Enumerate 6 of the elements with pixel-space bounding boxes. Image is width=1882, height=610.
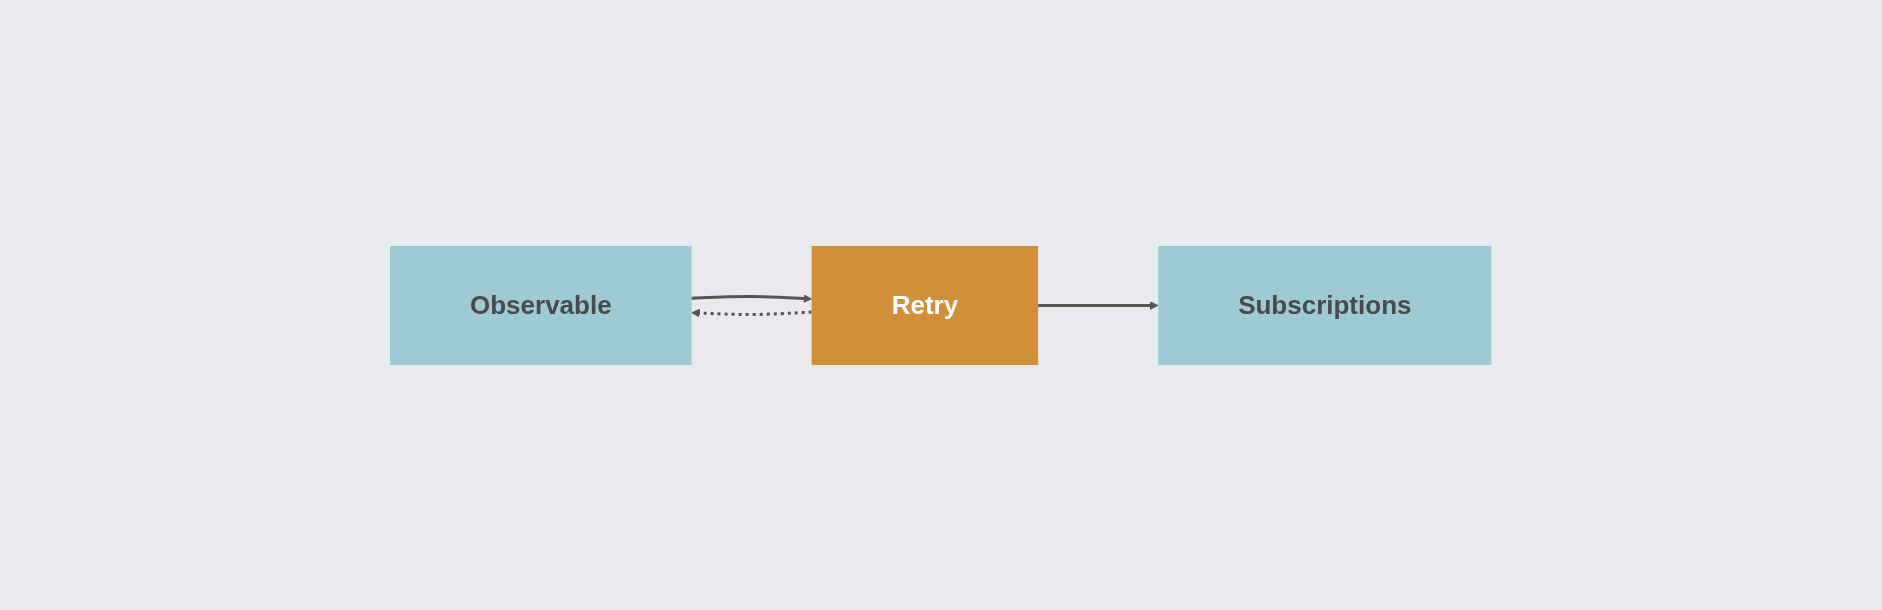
arrow [691, 293, 813, 303]
node-box: Observable [390, 245, 692, 365]
node-box: Retry [811, 245, 1039, 365]
node-box: Subscriptions [1158, 245, 1492, 365]
arrow [691, 308, 812, 317]
arrow [1038, 300, 1159, 310]
